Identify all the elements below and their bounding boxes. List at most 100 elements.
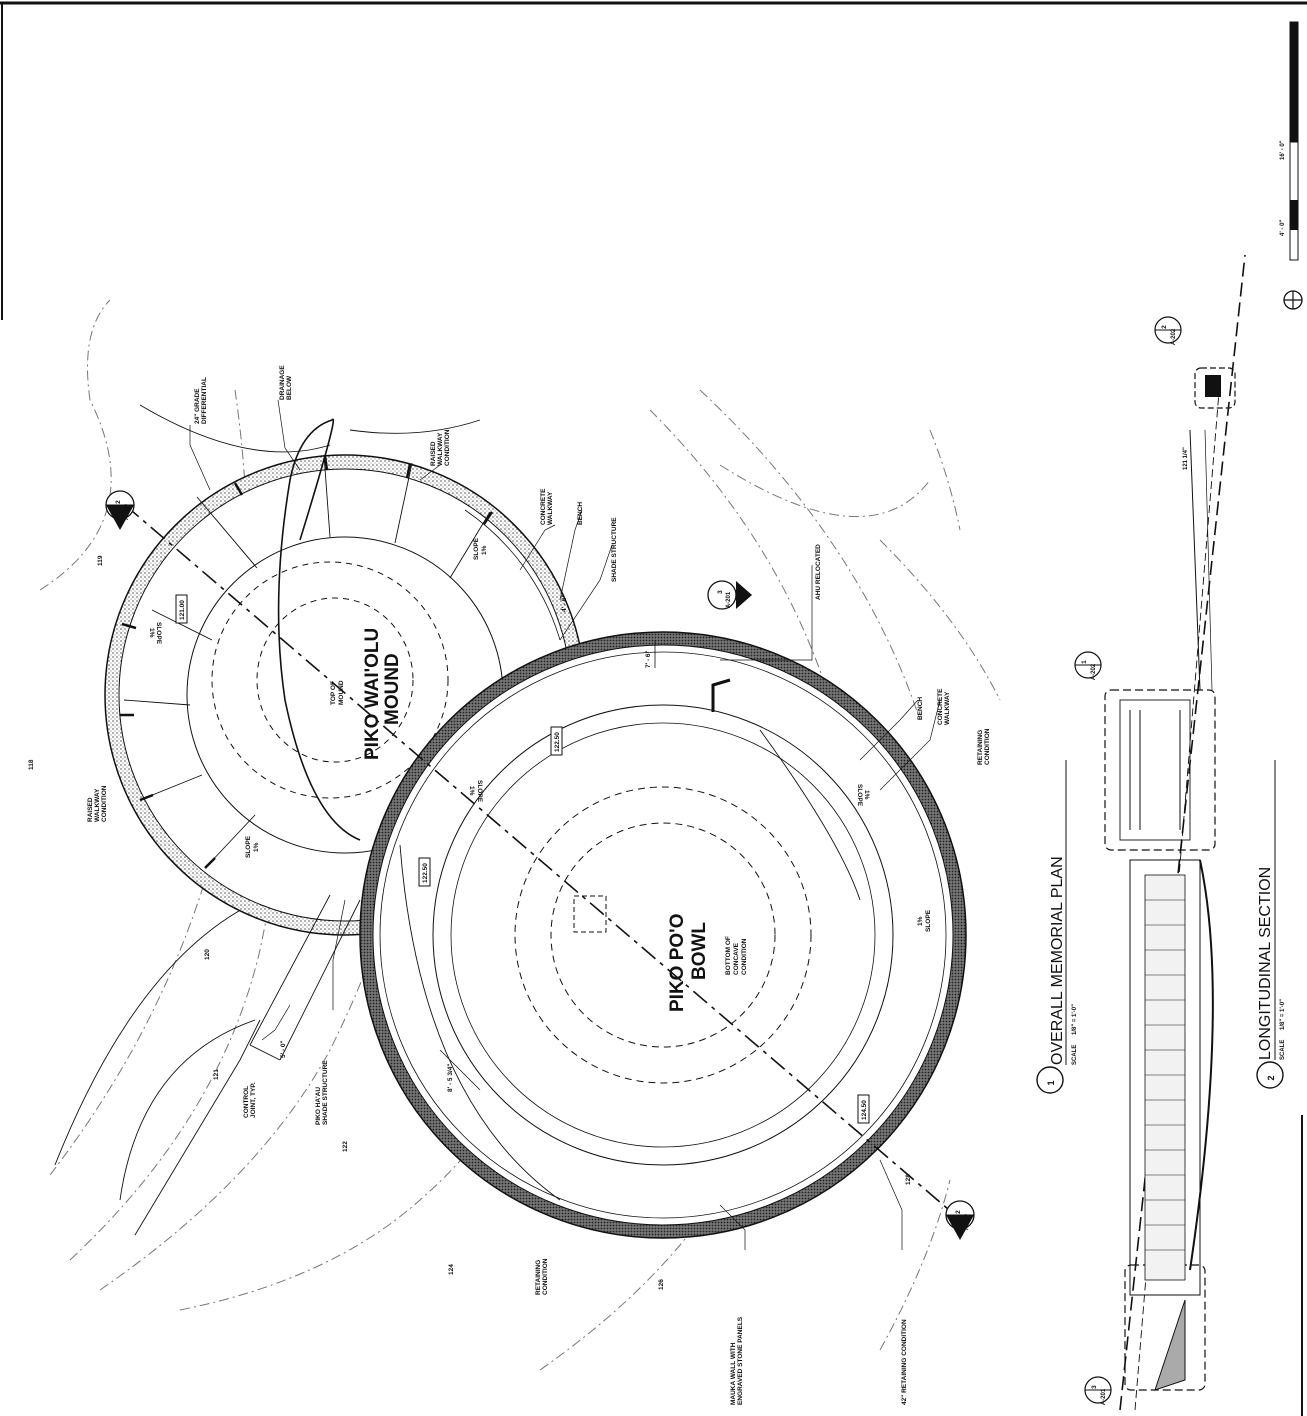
svg-text:SLOPE: SLOPE [473, 537, 480, 560]
svg-text:3: 3 [1091, 1385, 1098, 1389]
contour-label-121: 121 [213, 1069, 220, 1080]
bowl-name-line2: BOWL [689, 922, 710, 980]
contour-label-128: 128 [905, 1174, 912, 1185]
svg-text:AHU RELOCATED: AHU RELOCATED [815, 544, 822, 600]
section-marker-top: 2 A-110 [105, 490, 135, 530]
section-cut-line [124, 504, 956, 1216]
bowl-note-3: CONDITION [741, 938, 748, 975]
top-of-mound-1: TOP OF [330, 681, 337, 705]
svg-text:ENGRAVED STONE PANELS: ENGRAVED STONE PANELS [737, 1316, 744, 1405]
section-title: LONGITUDINAL SECTION [1257, 867, 1274, 1060]
svg-text:CONCRETE: CONCRETE [540, 488, 547, 525]
section-marker-left: 3 A-201 [1084, 1376, 1112, 1405]
svg-text:WALKWAY: WALKWAY [437, 432, 444, 466]
svg-text:A-110: A-110 [124, 503, 130, 520]
svg-text:1%: 1% [481, 545, 488, 555]
svg-text:SLOPE: SLOPE [476, 780, 483, 803]
elevation-tags: 121.00 122.50 122.50 124.50 [175, 594, 870, 1124]
svg-text:CONDITION: CONDITION [542, 1258, 549, 1295]
svg-text:SLOPE: SLOPE [856, 784, 863, 807]
contour-label-120: 120 [204, 949, 211, 960]
entry-walkway [249, 894, 361, 1061]
svg-text:SLOPE: SLOPE [155, 622, 162, 645]
section-title-block: 2 LONGITUDINAL SECTION SCALE 1/8" = 1'-0… [1256, 760, 1286, 1089]
svg-text:42" RETAINING CONDITION: 42" RETAINING CONDITION [901, 1319, 908, 1405]
svg-text:2: 2 [1161, 325, 1168, 329]
svg-text:1: 1 [1081, 660, 1088, 664]
scale-bar-label-4ft: 4' - 0" [1280, 220, 1286, 236]
svg-text:SCALE: SCALE [1072, 1045, 1078, 1065]
bowl-note-1: BOTTOM OF [725, 936, 732, 975]
svg-text:24" GRADE: 24" GRADE [194, 388, 201, 424]
contour-labels: 118 119 120 121 122 124 126 128 [28, 555, 912, 1290]
svg-text:CONDITION: CONDITION [101, 785, 108, 822]
section-marker-right: 2 A-202 [1154, 316, 1182, 345]
svg-text:1%: 1% [917, 916, 924, 926]
mound-name-line1: PIKO WAI'OLU [362, 628, 383, 760]
svg-text:BENCH: BENCH [577, 502, 584, 525]
contour-label-124: 124 [448, 1264, 455, 1275]
bowl-note-2: CONCAVE [733, 942, 740, 975]
svg-text:SCALE: SCALE [1280, 1040, 1286, 1060]
slope-notes: SLOPE 1% SLOPE 1% SLOPE 1% SLOPE 1% SLOP… [148, 537, 932, 932]
svg-text:121.00: 121.00 [179, 600, 186, 620]
north-arrow-icon [1283, 290, 1303, 310]
scale-bar-label-16ft: 16' - 0" [1280, 140, 1286, 160]
bowl-name-line1: PIKO PO'O [667, 914, 688, 1012]
svg-text:PIKO HA'AU: PIKO HA'AU [315, 1087, 322, 1125]
svg-text:2: 2 [1266, 1075, 1276, 1080]
svg-text:SHADE STRUCTURE: SHADE STRUCTURE [322, 1060, 329, 1125]
section-marker-bottom: 2 A-110 [945, 1200, 975, 1240]
section-marker-mid-section: 1 A-202 [1074, 651, 1102, 680]
graphic-scale-bar: 4' - 0" 16' - 0" [1280, 21, 1303, 310]
svg-text:BELOW: BELOW [286, 375, 293, 400]
svg-text:BENCH: BENCH [917, 697, 924, 720]
svg-text:RETAINING: RETAINING [977, 730, 984, 765]
contour-label-119: 119 [97, 555, 104, 566]
dimension-strings: 7' - 6" 8' - 5 3/4" 5' - 0" 4' - 6" [280, 594, 656, 1092]
svg-text:MAUKA WALL WITH: MAUKA WALL WITH [730, 1342, 737, 1405]
svg-text:DIFFERENTIAL: DIFFERENTIAL [201, 377, 208, 424]
svg-text:JOINT, TYP.: JOINT, TYP. [250, 1082, 257, 1118]
contour-label-118: 118 [28, 759, 35, 770]
annotation-leaders [189, 399, 941, 1250]
svg-text:SHADE STRUCTURE: SHADE STRUCTURE [611, 517, 618, 582]
svg-text:CONTROL: CONTROL [243, 1086, 250, 1118]
longitudinal-section-drawing: 2 A-202 1 A-202 3 A-201 121 1/4" [1074, 254, 1246, 1411]
svg-text:4' - 6": 4' - 6" [561, 594, 568, 612]
svg-text:CONDITION: CONDITION [984, 728, 991, 765]
svg-text:A-201: A-201 [726, 591, 732, 608]
svg-text:1/8" = 1'-0": 1/8" = 1'-0" [1280, 999, 1286, 1030]
top-of-mound-2: MOUND [338, 680, 345, 705]
svg-text:CONCRETE: CONCRETE [937, 688, 944, 725]
svg-text:1%: 1% [863, 790, 870, 800]
svg-text:3: 3 [717, 590, 724, 594]
mound-name-line2: MOUND [382, 653, 403, 725]
plan-title: OVERALL MEMORIAL PLAN [1049, 856, 1066, 1065]
svg-text:CONDITION: CONDITION [444, 429, 451, 466]
svg-text:A-110: A-110 [964, 1213, 970, 1230]
svg-text:122.50: 122.50 [554, 732, 561, 752]
svg-text:1/8" = 1'-0": 1/8" = 1'-0" [1072, 1004, 1078, 1035]
svg-text:8' - 5 3/4": 8' - 5 3/4" [447, 1064, 454, 1092]
svg-text:RAISED: RAISED [87, 797, 94, 822]
svg-text:A-202: A-202 [1171, 328, 1177, 345]
svg-text:A-202: A-202 [1091, 663, 1097, 680]
svg-text:RAISED: RAISED [430, 441, 437, 466]
svg-text:122.50: 122.50 [422, 863, 429, 883]
contour-label-122: 122 [342, 1141, 349, 1152]
svg-text:1%: 1% [253, 842, 260, 852]
svg-text:1%: 1% [468, 786, 475, 796]
section-marker-mid: 3 A-201 [707, 580, 752, 610]
svg-text:1: 1 [1046, 1080, 1056, 1085]
svg-text:WALKWAY: WALKWAY [547, 491, 554, 525]
svg-text:124.50: 124.50 [861, 1100, 868, 1120]
svg-text:5' - 0": 5' - 0" [280, 1040, 287, 1058]
svg-text:1%: 1% [148, 628, 155, 638]
svg-text:SLOPE: SLOPE [245, 835, 252, 858]
svg-text:A-201: A-201 [1101, 1388, 1107, 1405]
annotation-labels: 24" GRADE DIFFERENTIAL DRAINAGE BELOW RA… [87, 365, 991, 1405]
svg-text:7' - 6": 7' - 6" [645, 650, 652, 668]
